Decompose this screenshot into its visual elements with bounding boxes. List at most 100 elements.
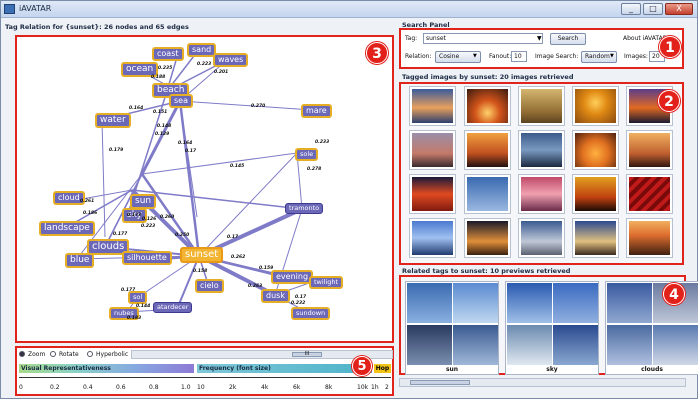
edge-label: 0.129: [155, 132, 170, 137]
node-sun[interactable]: sun: [130, 194, 157, 209]
hop-label: Hop: [374, 364, 391, 373]
image-search-dropdown-icon: ▼: [610, 53, 614, 59]
edge-label: 0.235: [158, 66, 173, 71]
edge-label: 0.177: [113, 232, 128, 237]
image-thumbnail[interactable]: [464, 130, 511, 170]
image-search-select[interactable]: Random: [581, 51, 617, 63]
node-twilight[interactable]: twilight: [309, 276, 344, 289]
edge-label: 0.223: [197, 62, 212, 67]
node-sunset[interactable]: sunset: [180, 247, 224, 263]
image-thumbnail[interactable]: [409, 218, 456, 258]
image-thumbnail[interactable]: [518, 218, 565, 258]
rotate-radio[interactable]: [50, 351, 56, 357]
related-scrollbar-thumb[interactable]: [410, 380, 470, 385]
image-thumbnail[interactable]: [464, 86, 511, 126]
node-mare[interactable]: mare: [301, 104, 332, 118]
node-nubes[interactable]: nubes: [109, 307, 139, 320]
scale-tick: 2k: [229, 384, 237, 391]
edge-label: 0.148: [157, 124, 172, 129]
related-card-sky[interactable]: sky: [505, 281, 599, 375]
node-tramonto[interactable]: tramonto: [285, 203, 324, 214]
image-thumbnail[interactable]: [409, 86, 456, 126]
edge-label: 0.278: [307, 167, 322, 172]
node-sol[interactable]: sol: [128, 291, 148, 304]
image-search-label: Image Search:: [535, 53, 579, 60]
related-card-sun[interactable]: sun: [405, 281, 499, 375]
node-water[interactable]: water: [95, 113, 131, 128]
tag-dropdown-icon[interactable]: ▼: [537, 35, 542, 42]
node-cielo[interactable]: cielo: [195, 279, 224, 293]
maximize-button[interactable]: □: [643, 3, 663, 15]
node-evening[interactable]: evening: [271, 270, 314, 284]
relation-dropdown-icon: ▼: [473, 53, 477, 59]
annotation-badge-4: 4: [663, 283, 685, 305]
image-thumbnail[interactable]: [572, 174, 619, 214]
node-dusk[interactable]: dusk: [261, 289, 290, 303]
scale-tick: 1.0: [181, 384, 191, 391]
image-thumbnail[interactable]: [518, 130, 565, 170]
annotation-badge-2: 2: [658, 90, 680, 112]
zoom-radio[interactable]: [19, 351, 25, 357]
tag-input[interactable]: sunset: [423, 33, 543, 44]
relation-select[interactable]: Cosine: [435, 51, 481, 63]
relation-label: Relation:: [405, 53, 432, 60]
edge-label: 0.201: [214, 70, 229, 75]
scale-tick: 0.6: [116, 384, 126, 391]
scale-tick: 0: [19, 384, 23, 391]
image-thumbnail[interactable]: [464, 174, 511, 214]
image-thumbnail[interactable]: [409, 130, 456, 170]
close-button[interactable]: X: [665, 3, 693, 15]
node-sundown[interactable]: sundown: [291, 307, 331, 320]
edge-label: 0.144: [136, 304, 151, 309]
annotation-badge-5: 5: [352, 356, 372, 376]
node-landscape[interactable]: landscape: [39, 221, 95, 236]
edge-label: 0.126: [142, 217, 157, 222]
node-sea[interactable]: sea: [169, 94, 193, 108]
image-thumbnail[interactable]: [518, 86, 565, 126]
scale-tick: 10k: [357, 384, 369, 391]
graph-horizontal-scrollbar[interactable]: III: [131, 350, 393, 359]
node-sole[interactable]: sole: [295, 148, 319, 161]
edge-label: 0.164: [178, 141, 193, 146]
edge-label: 0.232: [291, 301, 306, 306]
node-sand[interactable]: sand: [187, 43, 217, 57]
related-horizontal-scrollbar[interactable]: [399, 378, 686, 387]
tag-relation-graph[interactable]: coast sand waves ocean beach sea water m…: [15, 35, 394, 343]
edge-label: 0.233: [315, 140, 330, 145]
scale-tick: 2: [385, 384, 389, 391]
image-thumbnail[interactable]: [464, 218, 511, 258]
image-thumbnail[interactable]: [572, 86, 619, 126]
image-thumbnail[interactable]: [626, 174, 673, 214]
image-thumbnail[interactable]: [409, 174, 456, 214]
about-link[interactable]: About iAVATAR: [623, 35, 667, 42]
edge-label: 0.260: [160, 215, 175, 220]
image-thumbnail[interactable]: [626, 130, 673, 170]
fanout-input[interactable]: 10: [511, 51, 527, 62]
minimize-button[interactable]: _: [621, 3, 641, 15]
annotation-badge-1: 1: [659, 36, 681, 58]
node-atardecer[interactable]: atardecer: [153, 302, 193, 313]
frequency-label: Frequency (font size): [199, 365, 271, 372]
image-thumbnail[interactable]: [518, 174, 565, 214]
edge-label: 0.151: [153, 110, 168, 115]
frequency-gradient: Frequency (font size): [197, 364, 372, 373]
node-coast[interactable]: coast: [152, 47, 184, 61]
search-button[interactable]: Search: [550, 33, 586, 45]
node-waves[interactable]: waves: [213, 53, 249, 67]
edge-label: 0.158: [193, 269, 208, 274]
edge-label: 0.17: [295, 295, 307, 300]
node-sky[interactable]: sky: [122, 208, 147, 223]
node-cloud[interactable]: cloud: [53, 191, 85, 205]
node-clouds[interactable]: clouds: [87, 239, 130, 255]
node-silhouette[interactable]: silhouette: [122, 251, 172, 265]
image-thumbnail[interactable]: [626, 218, 673, 258]
image-thumbnail[interactable]: [572, 218, 619, 258]
edge-label: 0.17: [227, 235, 239, 240]
scrollbar-thumb[interactable]: III: [292, 352, 322, 357]
edge-label: 0.261: [80, 199, 95, 204]
node-ocean[interactable]: ocean: [121, 62, 159, 77]
hyperbolic-radio[interactable]: [87, 351, 93, 357]
image-thumbnail[interactable]: [572, 130, 619, 170]
node-blue[interactable]: blue: [65, 253, 95, 268]
window-title: iAVATAR: [19, 4, 52, 13]
